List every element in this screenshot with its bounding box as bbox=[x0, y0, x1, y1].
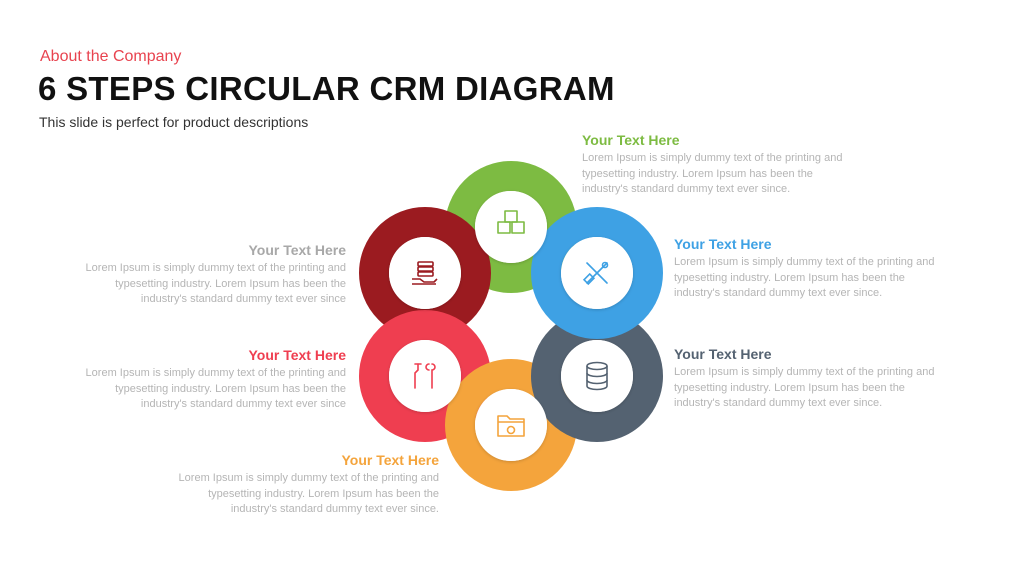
step-1-disc bbox=[475, 191, 547, 263]
database-icon bbox=[586, 361, 608, 391]
step-5-text: Lorem Ipsum is simply dummy text of the … bbox=[85, 367, 346, 410]
step-1-heading: Your Text Here bbox=[582, 132, 680, 148]
step-5-disc bbox=[389, 340, 461, 412]
step-2-ring bbox=[531, 207, 663, 339]
step-2-heading: Your Text Here bbox=[674, 236, 772, 252]
step-3-heading: Your Text Here bbox=[674, 346, 772, 362]
step-6-textblock: Your Text Here Lorem Ipsum is simply dum… bbox=[76, 241, 346, 308]
step-3-textblock: Your Text Here Lorem Ipsum is simply dum… bbox=[674, 345, 944, 412]
eyebrow-label: About the Company bbox=[40, 48, 182, 65]
step-4-textblock: Your Text Here Lorem Ipsum is simply dum… bbox=[169, 451, 439, 518]
folder-gear-icon bbox=[497, 415, 525, 437]
step-4-disc bbox=[475, 389, 547, 461]
page-subtitle: This slide is perfect for product descri… bbox=[39, 114, 309, 130]
blocks-icon bbox=[497, 210, 525, 234]
step-5-heading: Your Text Here bbox=[248, 347, 346, 363]
tools-icon bbox=[414, 363, 436, 389]
step-1-text: Lorem Ipsum is simply dummy text of the … bbox=[582, 152, 843, 195]
page-title: 6 STEPS CIRCULAR CRM DIAGRAM bbox=[38, 70, 615, 107]
step-6-text: Lorem Ipsum is simply dummy text of the … bbox=[85, 262, 346, 305]
hand-coins-icon bbox=[412, 261, 438, 285]
step-4-text: Lorem Ipsum is simply dummy text of the … bbox=[178, 472, 439, 515]
step-4-heading: Your Text Here bbox=[341, 452, 439, 468]
step-6-heading: Your Text Here bbox=[248, 242, 346, 258]
design-tools-icon bbox=[582, 261, 609, 286]
step-2-textblock: Your Text Here Lorem Ipsum is simply dum… bbox=[674, 235, 944, 302]
step-5-textblock: Your Text Here Lorem Ipsum is simply dum… bbox=[76, 346, 346, 413]
step-3-text: Lorem Ipsum is simply dummy text of the … bbox=[674, 366, 935, 409]
step-2-text: Lorem Ipsum is simply dummy text of the … bbox=[674, 256, 935, 299]
step-1-textblock: Your Text Here Lorem Ipsum is simply dum… bbox=[582, 131, 852, 198]
step-6-disc bbox=[389, 237, 461, 309]
